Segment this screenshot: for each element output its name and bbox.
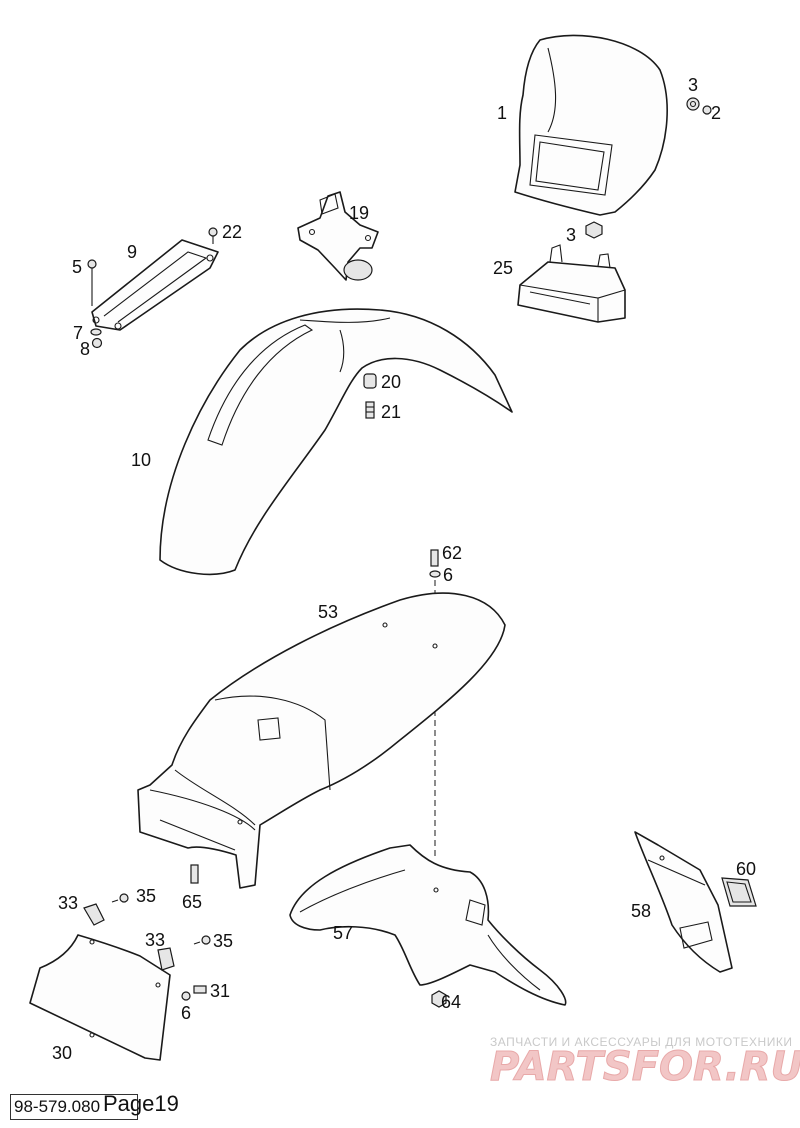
- callout-33b: 33: [145, 930, 165, 950]
- callout-5: 5: [72, 257, 82, 277]
- callout-58: 58: [631, 901, 651, 921]
- clip-33a: [83, 903, 105, 926]
- callout-7: 7: [73, 323, 83, 343]
- callout-10: 10: [131, 450, 151, 470]
- callout-6a: 6: [443, 565, 453, 585]
- callout-19: 19: [349, 203, 369, 223]
- callout-3a: 3: [688, 75, 698, 95]
- callout-8: 8: [80, 339, 90, 359]
- bracket-19: [297, 191, 379, 281]
- diagram-code: 98-579.080: [10, 1094, 138, 1120]
- nut-3a: [686, 97, 700, 111]
- callout-31: 31: [210, 981, 230, 1001]
- screw-31: [193, 985, 207, 994]
- callout-6b: 6: [181, 1003, 191, 1023]
- callout-20: 20: [381, 372, 401, 392]
- screw-62: [430, 549, 439, 567]
- callout-1: 1: [497, 103, 507, 123]
- callout-65: 65: [182, 892, 202, 912]
- headlight-mask: [514, 34, 668, 216]
- nut-3b: [585, 221, 603, 239]
- screw-5: [87, 259, 97, 306]
- callout-30: 30: [52, 1043, 72, 1063]
- number-plate-30: [29, 934, 171, 1061]
- front-fender-10: [159, 308, 513, 576]
- plate-holder-58: [634, 831, 733, 973]
- callout-2: 2: [711, 103, 721, 123]
- spacer-20: [363, 373, 377, 389]
- reflector-60: [721, 877, 757, 907]
- washer-6b: [181, 991, 191, 1001]
- page-number: Page19: [103, 1091, 179, 1116]
- screw-65: [190, 864, 199, 884]
- washer-6a: [429, 570, 441, 578]
- rear-fender-53: [137, 592, 506, 889]
- mount-block-25: [517, 244, 626, 323]
- callout-60: 60: [736, 859, 756, 879]
- screw-35a: [111, 893, 129, 903]
- callout-62: 62: [442, 543, 462, 563]
- callout-3b: 3: [566, 225, 576, 245]
- washer-2: [702, 105, 712, 115]
- callout-21: 21: [381, 402, 401, 422]
- callout-22: 22: [222, 222, 242, 242]
- callout-25: 25: [493, 258, 513, 278]
- callout-33a: 33: [58, 893, 78, 913]
- callout-64: 64: [441, 992, 461, 1012]
- washer-7: [90, 328, 102, 336]
- nut-64: [431, 990, 447, 1008]
- callout-53: 53: [318, 602, 338, 622]
- inner-fender-57: [289, 844, 567, 1006]
- callout-35a: 35: [136, 886, 156, 906]
- screw-35b: [193, 935, 211, 945]
- clip-33b: [157, 947, 175, 971]
- nut-8: [91, 337, 103, 349]
- watermark-brand: PARTSFOR.RU: [490, 1044, 800, 1090]
- screw-21: [365, 401, 375, 419]
- watermark-tagline: ЗАПЧАСТИ И АКСЕССУАРЫ ДЛЯ МОТОТЕХНИКИ: [490, 1035, 792, 1049]
- guard-plate-9: [91, 239, 219, 331]
- callout-9: 9: [127, 242, 137, 262]
- callout-35b: 35: [213, 931, 233, 951]
- callout-57: 57: [333, 923, 353, 943]
- screw-22: [208, 227, 218, 244]
